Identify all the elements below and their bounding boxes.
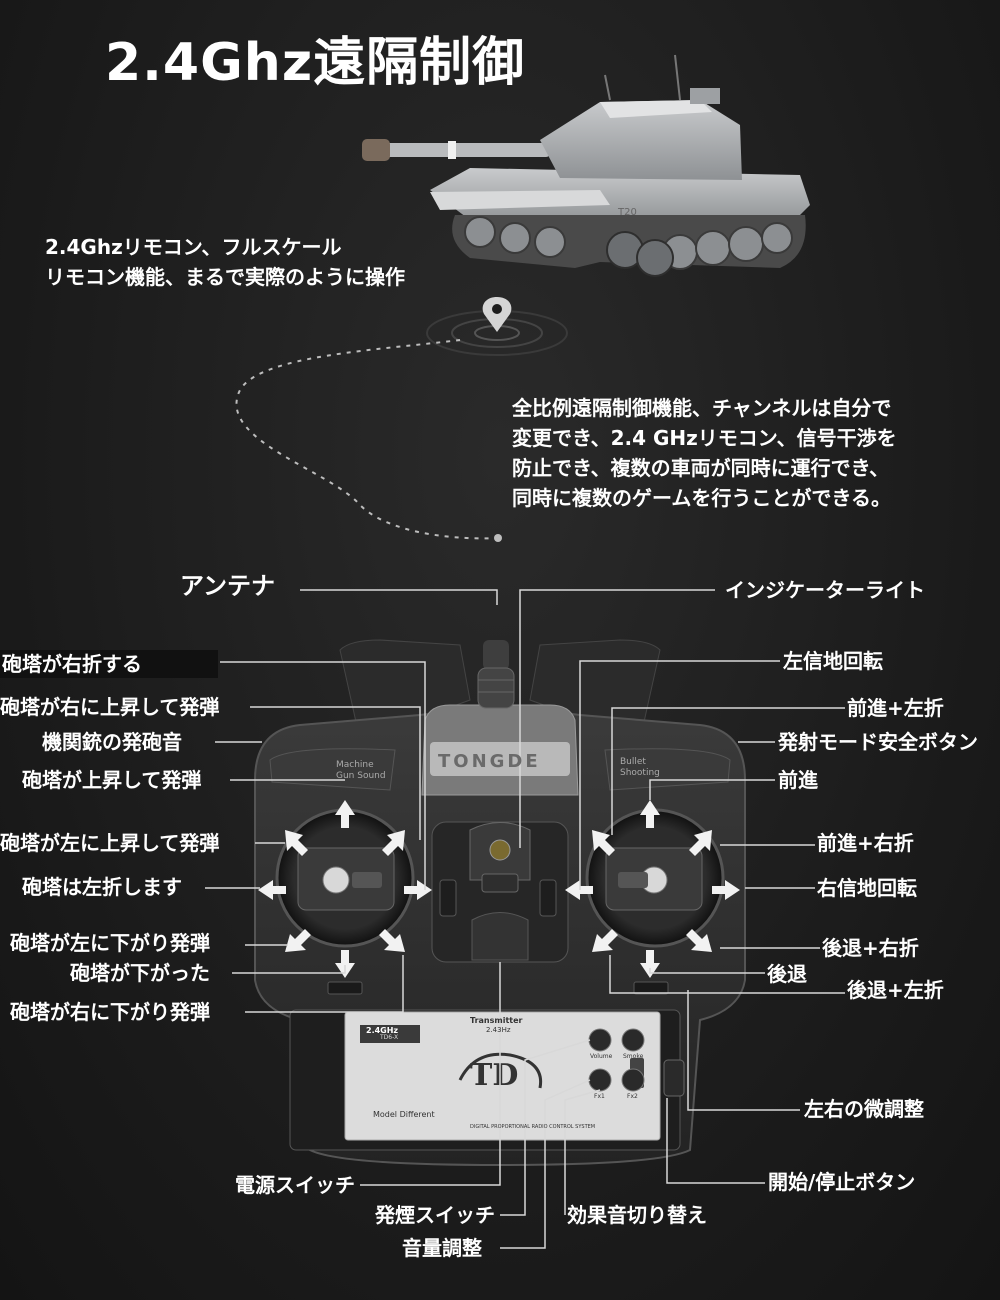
turret-left-down-fire-label: 砲塔が左に下がり発弾: [10, 931, 210, 955]
fire-safety-label: 発射モード安全ボタン: [778, 730, 978, 754]
trim-label: 左右の微調整: [804, 1097, 924, 1121]
remote-controller-image: TD: [254, 639, 746, 1167]
feature-text: 全比例遠隔制御機能、チャンネルは自分で 変更でき、2.4 GHzリモコン、信号干…: [512, 396, 897, 510]
svg-text:TD: TD: [470, 1058, 518, 1093]
forward-label: 前進: [778, 768, 818, 792]
volume-label: 音量調整: [402, 1236, 482, 1260]
intro-text: 2.4Ghzリモコン、フルスケール リモコン機能、まるで実際のように操作: [45, 235, 405, 289]
label-card-freq: 2.4GHz: [366, 1026, 399, 1035]
left-spin-label: 左信地回転: [783, 649, 883, 673]
machine-gun-label: 機関銃の発砲音: [42, 730, 182, 754]
remote-brand: TONGDE: [438, 751, 541, 772]
label-card-transmitter-freq: 2.43Hz: [486, 1026, 511, 1034]
sound-fx-label: 効果音切り替え: [567, 1203, 707, 1227]
fx1-button-label: Fx1: [594, 1093, 605, 1100]
turret-right-down-fire-label: 砲塔が右に下がり発弾: [10, 1000, 210, 1024]
turret-right-label: 砲塔が右折する: [0, 650, 218, 678]
turret-up-fire-label: 砲塔が上昇して発弾: [22, 768, 202, 792]
right-stick-arrows: [565, 800, 740, 978]
volume-button-label: Volume: [590, 1053, 613, 1060]
back-label: 後退: [767, 962, 807, 986]
smoke-switch-label: 発煙スイッチ: [375, 1203, 495, 1227]
forward-right-label: 前進+右折: [817, 831, 914, 855]
label-card-model-code: TD6-X: [380, 1034, 399, 1041]
power-switch-label: 電源スイッチ: [235, 1173, 355, 1197]
turret-right-up-fire-label: 砲塔が右に上昇して発弾: [0, 695, 220, 719]
fx2-button-label: Fx2: [627, 1093, 638, 1100]
turret-left-up-fire-label: 砲塔が左に上昇して発弾: [0, 831, 220, 855]
back-left-label: 後退+左折: [847, 978, 944, 1002]
turret-down-label: 砲塔が下がった: [70, 961, 210, 985]
start-stop-label: 開始/停止ボタン: [768, 1170, 916, 1194]
route-path: [235, 297, 568, 542]
leader-lines: [205, 589, 845, 1249]
smoke-button-label: Smoke: [623, 1053, 644, 1060]
forward-left-label: 前進+左折: [847, 696, 944, 720]
antenna-label: アンテナ: [180, 572, 276, 600]
right-spin-label: 右信地回転: [817, 876, 917, 900]
label-card-transmitter: Transmitter: [470, 1016, 523, 1025]
page-title: 2.4Ghz遠隔制御: [105, 33, 526, 93]
tank-mark: T20: [617, 207, 637, 218]
label-card-model-line: Model Different: [373, 1110, 435, 1119]
turret-left-label: 砲塔は左折します: [22, 875, 182, 899]
left-stick-arrows: [258, 800, 432, 978]
label-card-footer: DIGITAL PROPORTIONAL RADIO CONTROL SYSTE…: [470, 1124, 596, 1130]
tank-image: [362, 54, 810, 277]
back-right-label: 後退+右折: [822, 936, 919, 960]
indicator-light-label: インジケーターライト: [725, 578, 925, 602]
